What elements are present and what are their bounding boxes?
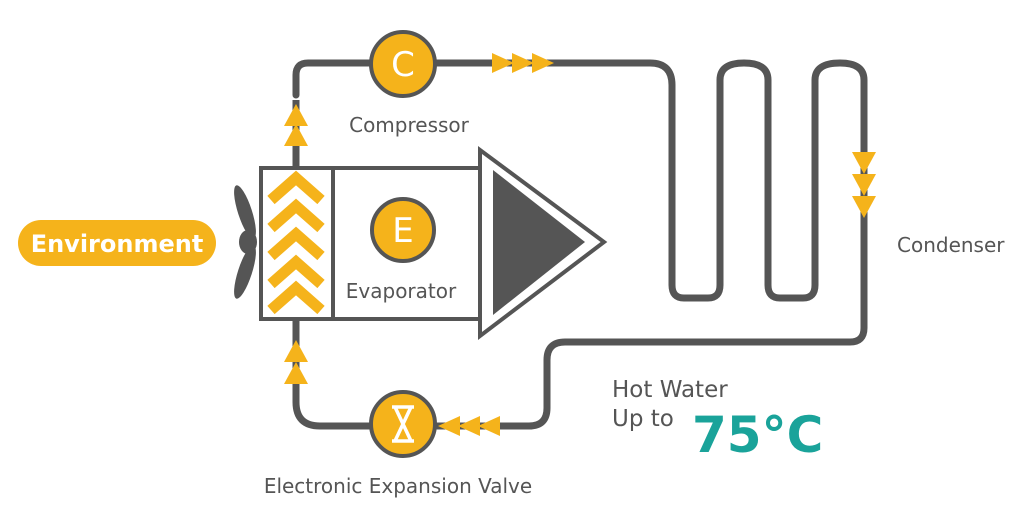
- evaporator-symbol-circle: [370, 197, 436, 263]
- flow-arrow-condenser: [852, 152, 876, 218]
- evaporator-symbol: E: [392, 211, 413, 251]
- hot-water-line1: Hot Water: [612, 377, 728, 403]
- environment-badge: [18, 220, 216, 266]
- airflow-chevrons: [267, 170, 325, 315]
- condenser-label: Condenser: [897, 233, 1005, 257]
- hot-water-line2: Up to: [612, 406, 674, 432]
- environment-label: Environment: [31, 230, 204, 258]
- evaporator-outlet: [493, 170, 585, 315]
- flow-arrow-valve-in: [438, 416, 500, 436]
- flow-arrow-compressor-out: [492, 53, 554, 73]
- flow-arrow-valve-out: [284, 340, 308, 384]
- hot-water-temperature: 75°C: [692, 406, 823, 464]
- fan-icon: [234, 185, 257, 299]
- compressor-label: Compressor: [349, 113, 470, 137]
- compressor-symbol: C: [391, 45, 415, 85]
- refrigerant-pipe: [292, 59, 868, 430]
- expansion-valve-label: Electronic Expansion Valve: [264, 474, 532, 498]
- compressor-symbol-circle: [369, 30, 437, 98]
- hourglass-icon: [392, 405, 414, 443]
- flow-arrow-evaporator-out: [284, 104, 308, 146]
- evaporator-label: Evaporator: [346, 279, 457, 303]
